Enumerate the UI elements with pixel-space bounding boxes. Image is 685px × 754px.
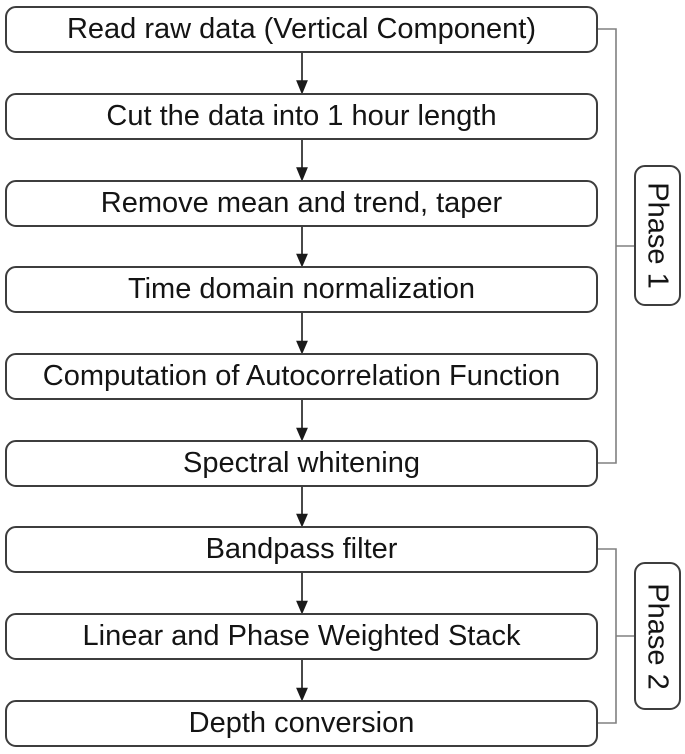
flow-step-label: Bandpass filter (205, 533, 398, 565)
flow-step-depth-conversion: Depth conversion (5, 700, 598, 747)
phase-1-bracket (597, 28, 635, 464)
flow-step-time-domain-normalization: Time domain normalization (5, 266, 598, 313)
arrow-step2-to-step3 (296, 140, 308, 182)
flow-step-label: Linear and Phase Weighted Stack (82, 620, 521, 652)
flow-step-label: Read raw data (Vertical Component) (66, 13, 537, 45)
phase-2-label-box: Phase 2 (634, 562, 681, 710)
flow-step-autocorrelation-function: Computation of Autocorrelation Function (5, 353, 598, 400)
flow-step-remove-mean-trend-taper: Remove mean and trend, taper (5, 180, 598, 227)
arrow-step3-to-step4 (296, 227, 308, 268)
arrow-step7-to-step8 (296, 573, 308, 615)
arrow-step1-to-step2 (296, 53, 308, 95)
phase-2-bracket (597, 548, 635, 724)
arrow-step8-to-step9 (296, 660, 308, 702)
flow-step-spectral-whitening: Spectral whitening (5, 440, 598, 487)
arrow-step6-to-step7 (296, 487, 308, 528)
arrow-step5-to-step6 (296, 400, 308, 442)
flow-step-bandpass-filter: Bandpass filter (5, 526, 598, 573)
flow-step-label: Computation of Autocorrelation Function (42, 360, 561, 392)
flow-step-label: Time domain normalization (127, 273, 476, 305)
flow-step-read-raw-data: Read raw data (Vertical Component) (5, 6, 598, 53)
flow-step-label: Spectral whitening (183, 447, 420, 479)
arrow-step4-to-step5 (296, 313, 308, 355)
flow-step-linear-phase-weighted-stack: Linear and Phase Weighted Stack (5, 613, 598, 660)
flow-step-label: Depth conversion (188, 707, 415, 739)
flow-step-label: Remove mean and trend, taper (100, 187, 503, 219)
phase-1-label-box: Phase 1 (634, 165, 681, 306)
flow-step-cut-data: Cut the data into 1 hour length (5, 93, 598, 140)
flow-step-label: Cut the data into 1 hour length (106, 100, 497, 132)
phase-1-label: Phase 1 (642, 182, 675, 289)
phase-2-label: Phase 2 (642, 582, 675, 690)
